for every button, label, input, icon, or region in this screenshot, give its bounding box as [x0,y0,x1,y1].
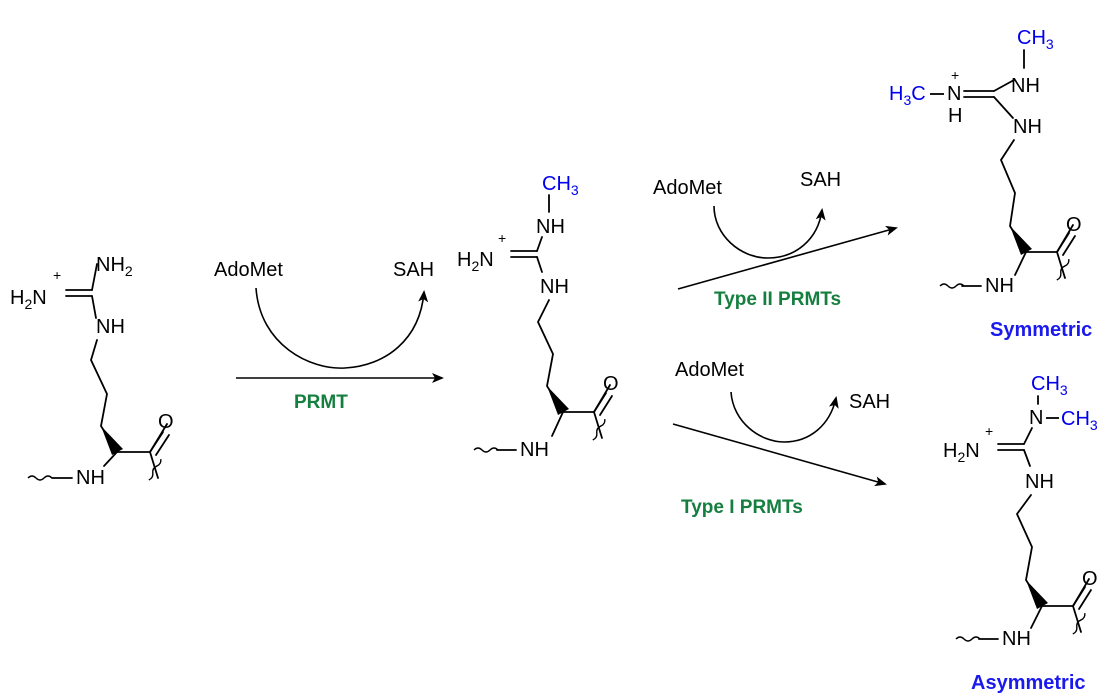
h2n-plus-label-2: H2N [457,249,494,274]
c-n-double-bond-sym [963,90,995,98]
wedge-bond-2 [547,386,569,415]
positive-charge-sym: + [951,67,959,83]
n-methyl-label-asym: N [1029,407,1043,429]
wedge-bond-sym [1010,226,1032,255]
h2n-plus-label-asym: H2N [943,440,980,465]
ch3-label: CH3 [542,173,579,198]
nh-label-asym: NH [1025,471,1054,493]
c-term-bond-2 [593,411,603,439]
n-wavy-bond-2 [473,447,499,453]
o-label-sym: O [1066,214,1082,236]
adomet-3: AdoMet [675,359,744,381]
o-label-asym: O [1082,568,1098,590]
n-bond-2 [551,411,564,437]
wedge-bond [101,426,123,455]
type1-label: Type I PRMTs [681,497,803,518]
co-double-bond-2 [593,392,613,416]
nh-label-2: NH [540,276,569,298]
ch3-label-sym: CH3 [1017,27,1054,52]
nh-methyl-label: NH [536,216,565,238]
nh-label: NH [96,316,125,338]
backbone-nh-label-sym: NH [985,275,1014,297]
co-double-bond-asym [1072,586,1092,610]
backbone-nh-label-2: NH [520,439,549,461]
n-bond-sym [1014,251,1027,276]
c-wavy-bond-2 [592,419,606,441]
adomet-1: AdoMet [214,259,283,281]
positive-charge-asym: + [985,423,993,439]
asymmetric-label: Asymmetric [971,672,1086,693]
nh-methyl-label-sym: NH [1011,75,1040,97]
monomethylarginine: CH3 NH H2N + NH O NH [457,173,619,461]
backbone-nh-label: NH [76,467,105,489]
o-label-2: O [603,373,619,395]
cofactor-curved-arrow-1 [255,287,429,369]
guanidine-bonds-sym [993,79,1015,119]
c-term-bond [149,451,159,479]
sah-3: SAH [849,391,890,413]
backbone-nh-label-asym: NH [1002,628,1031,650]
c-n-double-bond-asym [997,443,1025,451]
o-label: O [158,411,174,433]
type2-label: Type II PRMTs [714,289,841,310]
sah-1: SAH [393,259,434,281]
prmt-label: PRMT [294,392,348,413]
c-wavy-bond-asym [1072,613,1086,635]
co-double-bond [149,431,170,456]
asymmetric-dimethylarginine: CH3 N CH3 H2N + NH O NH Asymmetric [943,373,1098,693]
n-plus-label-sym: N [947,83,961,105]
positive-charge-2: + [498,230,506,246]
h-label-sym: H [948,105,962,127]
n-wavy-bond-sym [939,283,965,289]
reaction-type2: AdoMet SAH Type II PRMTs [653,169,898,310]
c-term-bond-sym [1056,251,1066,279]
symmetric-dimethylarginine: CH3 NH H3C N + H NH O NH Symmetric [889,27,1092,341]
adomet-2: AdoMet [653,177,722,199]
sah-2: SAH [800,169,841,191]
c-n-double-bond-2 [510,250,538,258]
guanidine-bonds [91,263,98,319]
co-double-bond-sym [1056,232,1076,256]
ch3-label-asym-2: CH3 [1061,408,1098,433]
cofactor-curved-arrow-2 [713,205,826,259]
c-term-bond-asym [1072,605,1082,633]
n-bond-asym [1030,605,1043,629]
c-n-double-bond [65,289,93,297]
n-wavy-bond-asym [955,636,981,642]
side-chain-asym [1015,494,1043,607]
nh-label-sym: NH [1013,116,1042,138]
reaction-arrow-3 [672,423,887,487]
side-chain [90,339,118,453]
nh2-label: NH2 [96,254,133,279]
reaction-type1: AdoMet SAH Type I PRMTs [672,359,890,518]
guanidine-bonds-2 [536,236,543,273]
positive-charge: + [53,267,61,283]
c-wavy-bond [148,459,162,481]
reaction-arrow-2 [677,225,898,290]
h2n-plus-label: H2N [10,287,47,312]
n-wavy-bond [27,475,53,481]
symmetric-label: Symmetric [990,319,1092,341]
wedge-bond-asym [1026,580,1048,609]
reaction-prmt: AdoMet SAH PRMT [214,259,444,413]
ch3-label-asym: CH3 [1031,373,1068,398]
c-wavy-bond-sym [1056,259,1070,281]
n-bond [103,451,118,467]
h3c-label-sym: H3C [889,83,926,108]
arginine-residue: H2N + NH2 NH O NH [10,254,174,489]
cofactor-curved-arrow-3 [730,391,839,443]
guanidine-bonds-asym [1023,427,1033,467]
